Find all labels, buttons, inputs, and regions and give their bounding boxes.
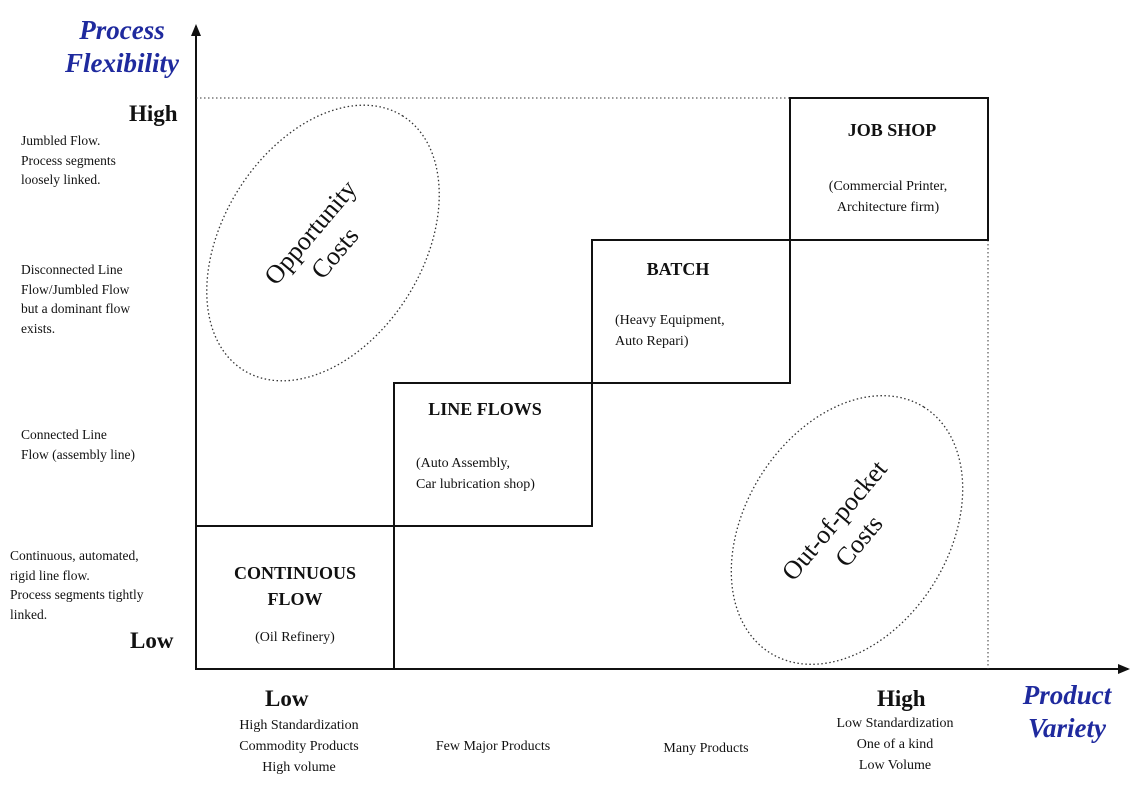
continuous-flow-box [195, 525, 395, 670]
y-desc-disconnected: Disconnected Line Flow/Jumbled Flow but … [21, 260, 191, 338]
x-desc-low: High Standardization Commodity Products … [204, 715, 394, 778]
y-desc-line: Connected Line [21, 427, 107, 442]
job-shop-box [789, 97, 989, 241]
y-desc-line: Process segments tightly [10, 587, 144, 602]
y-desc-line: Disconnected Line [21, 262, 123, 277]
y-desc-line: linked. [10, 606, 48, 622]
y-desc-jumbled: Jumbled Flow. Process segments loosely l… [21, 131, 191, 190]
x-desc-line: Low Volume [858, 758, 932, 773]
y-axis-title-line1: Process [79, 15, 165, 45]
x-desc-few-major: Few Major Products [435, 739, 551, 754]
x-axis-title: Product Variety [1002, 679, 1132, 745]
box-sub-line: (Auto Assembly, [416, 456, 510, 471]
y-desc-line: Jumbled Flow. [21, 133, 101, 148]
y-axis-title-line2: Flexibility [65, 48, 179, 78]
continuous-flow-title: CONTINUOUS FLOW [196, 560, 394, 612]
x-desc-line: High Standardization [239, 718, 359, 733]
x-desc-line: One of a kind [856, 737, 934, 752]
box-sub-line: (Commercial Printer, [828, 179, 948, 194]
x-axis-title-line2: Variety [1028, 713, 1106, 743]
x-desc-line: Low Standardization [836, 716, 954, 731]
y-axis-high-label: High [129, 101, 178, 126]
y-axis-low-label: Low [130, 628, 174, 653]
line-flows-title: LINE FLOWS [428, 399, 542, 419]
box-sub-line: Auto Repari) [615, 334, 689, 349]
x-desc-line: High volume [262, 760, 336, 775]
x-axis-high-label: High [877, 686, 926, 711]
batch-example: (Heavy Equipment, Auto Repari) [615, 310, 785, 352]
out-of-pocket-costs-oval [730, 395, 964, 665]
x-desc-high: Low Standardization One of a kind Low Vo… [800, 713, 990, 776]
y-desc-line: loosely linked. [21, 172, 101, 187]
box-sub-line: (Heavy Equipment, [615, 313, 725, 328]
y-axis-title: Process Flexibility [52, 14, 192, 80]
line-flows-box [393, 382, 593, 527]
job-shop-example: (Commercial Printer, Architecture firm) [790, 176, 986, 218]
batch-title: BATCH [646, 259, 710, 279]
box-sub-line: Architecture firm) [836, 200, 940, 215]
x-axis-low-label: Low [265, 686, 309, 711]
job-shop-title: JOB SHOP [847, 120, 937, 140]
y-desc-line: Continuous, automated, [10, 548, 139, 563]
box-sub-line: Car lubrication shop) [416, 477, 535, 492]
line-flows-example: (Auto Assembly, Car lubrication shop) [416, 453, 586, 495]
continuous-flow-example: (Oil Refinery) [255, 630, 335, 645]
y-desc-line: exists. [21, 320, 56, 336]
box-title-line: CONTINUOUS [233, 563, 357, 583]
y-desc-line: Process segments [21, 152, 116, 168]
opportunity-costs-oval [206, 104, 440, 382]
x-axis-title-line1: Product [1022, 680, 1112, 710]
y-desc-connected: Connected Line Flow (assembly line) [21, 425, 191, 464]
batch-box [591, 239, 791, 384]
y-desc-line: Flow (assembly line) [21, 446, 135, 462]
y-desc-continuous: Continuous, automated, rigid line flow. … [10, 546, 190, 624]
x-desc-many: Many Products [663, 741, 749, 756]
y-desc-line: Flow/Jumbled Flow [21, 281, 130, 297]
y-desc-line: but a dominant flow [21, 301, 131, 316]
box-title-line: FLOW [267, 589, 323, 609]
x-desc-line: Commodity Products [239, 739, 359, 754]
y-desc-line: rigid line flow. [10, 567, 90, 583]
